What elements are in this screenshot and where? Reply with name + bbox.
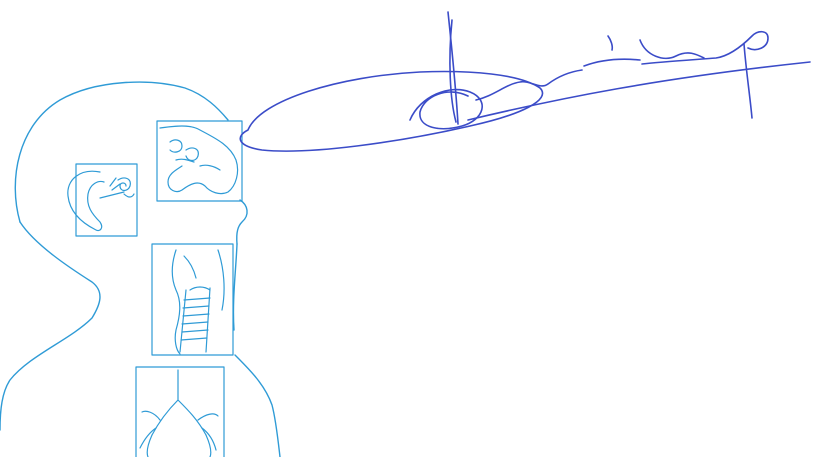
lungs-panel [136,367,224,457]
ear-panel-frame [76,164,137,236]
main-bronchus [152,370,206,435]
signature-descender [744,44,752,118]
trachea-left [180,290,186,352]
ear-panel [68,164,137,236]
pharynx-outline [172,250,180,354]
signature-inner-loop [410,90,482,129]
larynx-trachea-panel [152,244,233,355]
signature [240,12,810,151]
vocal-cords [190,287,210,290]
ear-canal [100,192,124,198]
neck-curve [218,250,224,310]
face-front [237,200,247,244]
tracheal-rings [181,298,210,340]
nasal-cavity-panel [157,121,242,201]
signature-dot [608,36,612,50]
signature-main-loop [240,72,542,152]
right-bronchi [198,414,218,457]
sinus-mid [186,148,198,161]
neck-shoulder-left [0,222,100,430]
neck-right [233,244,237,330]
shoulder-right [235,355,280,457]
sinus-left [170,140,182,152]
epiglottis [184,256,196,278]
nasal-panel-frame [157,121,242,201]
signature-small-loop [640,40,704,58]
ear-shape [68,171,104,230]
body-silhouette [0,82,280,457]
nasal-cavity-outline [160,126,238,194]
turbinates [176,159,220,170]
left-bronchi [140,411,160,457]
